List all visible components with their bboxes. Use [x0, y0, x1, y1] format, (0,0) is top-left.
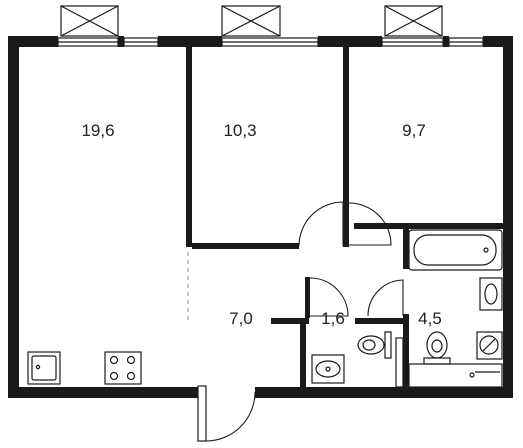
- outer-walls: [8, 36, 513, 398]
- room-area-bathroom: 4,5: [418, 309, 442, 328]
- doors: [197, 201, 404, 442]
- wc-sink: [311, 354, 345, 384]
- interior-walls: [186, 47, 503, 387]
- room-area-wc: 1,6: [321, 309, 345, 328]
- bathroom-shelf: [395, 337, 503, 388]
- stove: [104, 351, 142, 385]
- bathroom-toilet: [423, 331, 451, 365]
- room-area-hallway: 7,0: [229, 309, 253, 328]
- bathroom-sink: [479, 277, 503, 311]
- bathtub: [408, 229, 503, 271]
- room-area-living-kitchen: 19,6: [81, 121, 114, 140]
- window-boxes: [60, 5, 443, 37]
- kitchen-sink: [27, 351, 61, 385]
- room-area-bedroom-right: 9,7: [402, 121, 426, 140]
- washing-machine: [476, 331, 503, 360]
- room-area-bedroom-middle: 10,3: [223, 121, 256, 140]
- windows: [57, 37, 484, 47]
- wc-toilet: [357, 331, 392, 359]
